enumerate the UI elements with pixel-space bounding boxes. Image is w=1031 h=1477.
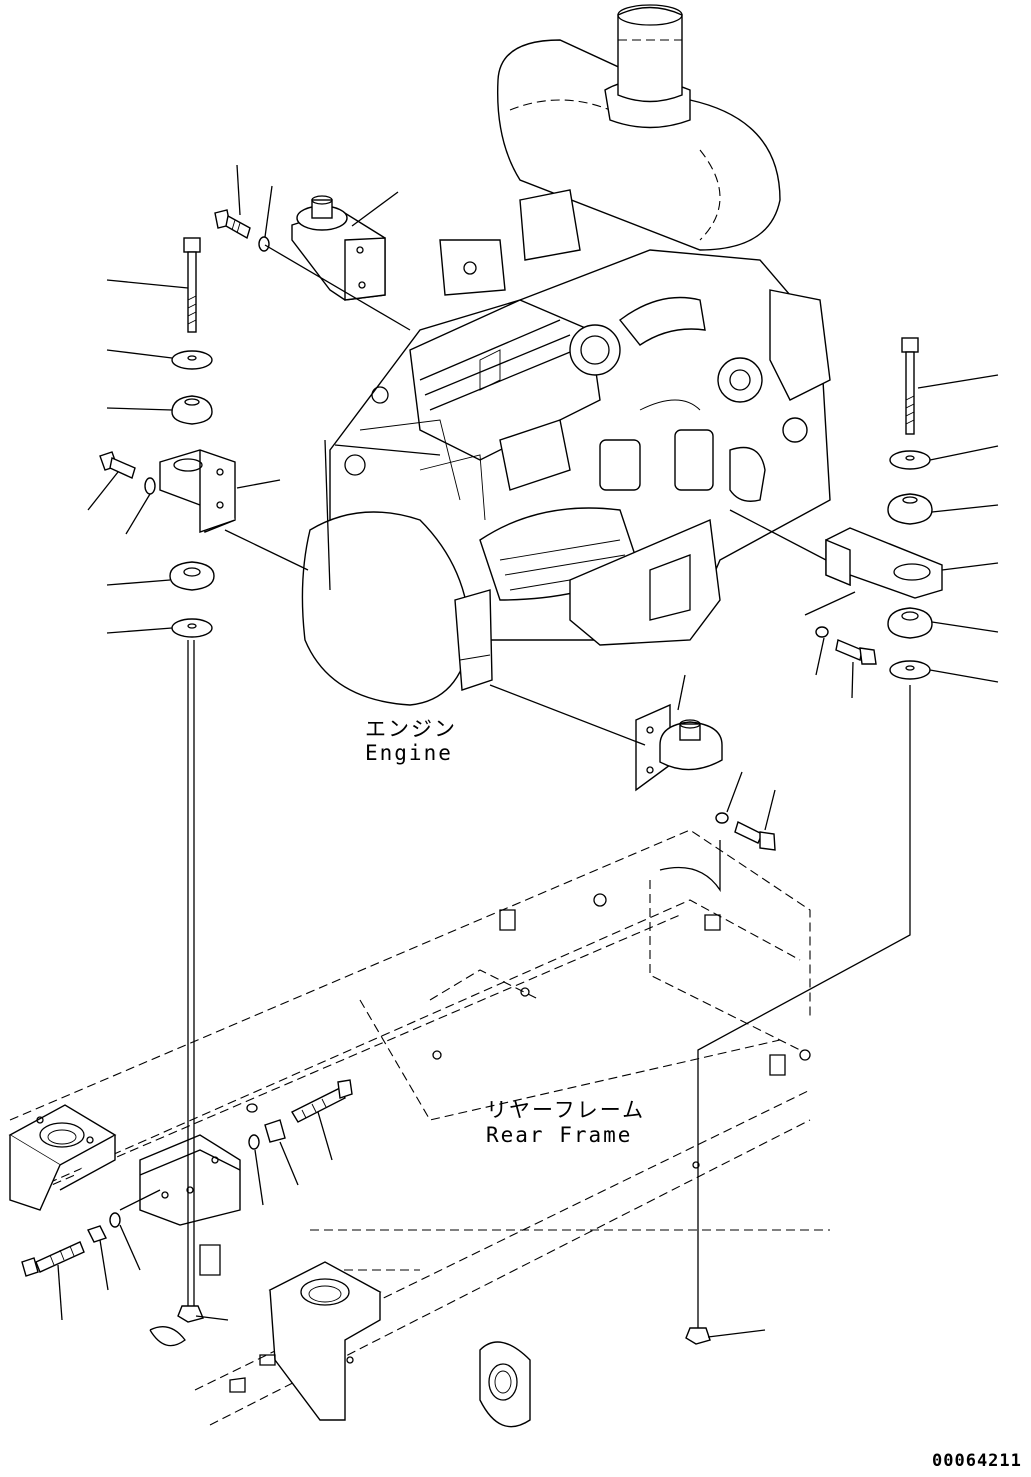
bolt-lower-mount: [734, 821, 776, 851]
bracket-right: [825, 527, 943, 599]
washer-upper: [258, 236, 270, 252]
frame-mount-pad-right: [268, 1261, 382, 1421]
washer-small-right: [815, 626, 829, 638]
parts-right-column: [685, 337, 943, 1345]
frame-mount-pad-left: [8, 1104, 117, 1211]
rear-frame: [8, 829, 830, 1428]
upper-mount-bracket: [291, 195, 386, 301]
callout-leader-lines: [57, 164, 999, 1338]
nut-bottom-left: [177, 1305, 204, 1323]
cushion-upper-left: [171, 395, 213, 425]
parts-left-column: [99, 237, 236, 1323]
drawing-code: 00064211: [932, 1451, 1022, 1471]
cushion-lower-right: [887, 607, 933, 639]
engine-label-en: Engine: [365, 741, 453, 765]
frame-hardware: [21, 1079, 353, 1277]
bolt-long-right: [901, 337, 919, 435]
lower-mount-bracket: [635, 703, 723, 792]
engine-assembly: [301, 4, 831, 706]
cushion-upper-right: [887, 493, 933, 525]
bolt-short-left: [99, 451, 136, 479]
frame-bracket-left: [139, 1134, 241, 1226]
nut-bottom-right: [685, 1327, 711, 1345]
bolt-short-right: [835, 639, 877, 665]
flywheel-housing: [301, 439, 471, 706]
bolt-upper: [214, 209, 251, 240]
frame-boss: [479, 1341, 531, 1428]
washer-lower-mount: [715, 812, 729, 824]
cushion-lower-left: [169, 561, 215, 591]
engine-label-jp: エンジン: [365, 717, 457, 741]
bolt-long-left: [183, 237, 201, 333]
rear-frame-label-en: Rear Frame: [486, 1123, 632, 1147]
bracket-left: [159, 449, 236, 533]
washer-small-left: [144, 477, 156, 495]
rear-frame-label-jp: リヤーフレーム: [486, 1098, 645, 1122]
